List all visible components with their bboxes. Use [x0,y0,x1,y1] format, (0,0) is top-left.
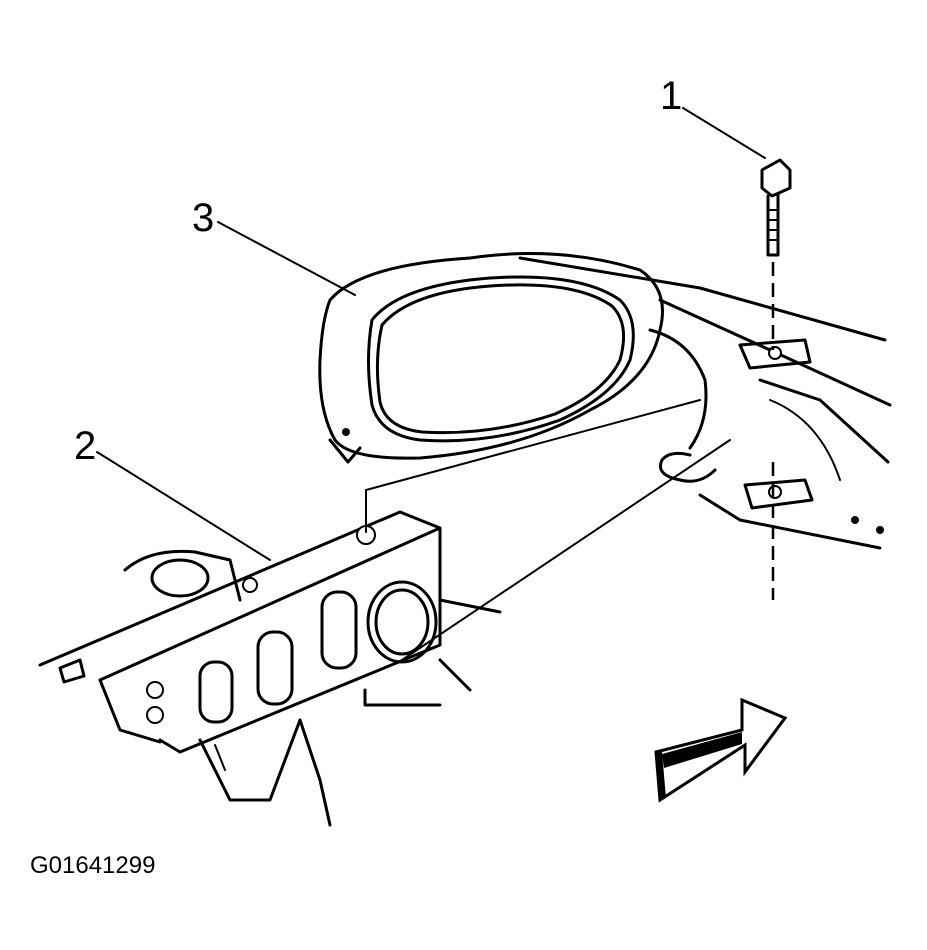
front-direction-arrow-icon [654,697,788,803]
callout-2: 2 [74,424,97,468]
callout-3: 3 [192,196,215,240]
spring-seat [318,252,664,464]
figure-code: G01641299 [30,852,156,879]
leader-lines [96,107,766,561]
bolt [760,158,792,600]
alignment-lines [365,399,731,661]
crossmember [38,510,502,827]
callout-1: 1 [660,74,683,118]
